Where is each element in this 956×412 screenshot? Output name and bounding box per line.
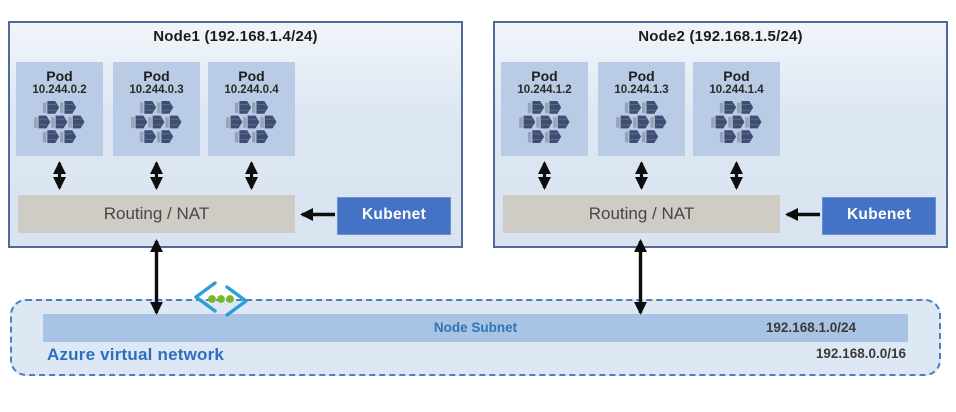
containers-cluster-icon [34, 101, 85, 143]
vnet-label: Azure virtual network [47, 345, 225, 364]
pod-card: Pod 10.244.1.3 [598, 62, 685, 156]
azure-vnet-box: Node Subnet 192.168.1.0/24 192.168.0.0/1… [10, 299, 941, 376]
pod-label: Pod [628, 68, 655, 84]
containers-cluster-icon [131, 101, 182, 143]
node-subnet-label: Node Subnet [433, 320, 518, 335]
pod-ip: 10.244.0.2 [32, 84, 87, 96]
pod-label: Pod [723, 68, 750, 84]
pod-card: Pod 10.244.0.3 [113, 62, 200, 156]
pod-ip: 10.244.0.4 [224, 84, 279, 96]
kubenet-box: Kubenet [822, 197, 936, 235]
pod-ip: 10.244.0.3 [129, 84, 184, 96]
routing-nat-bar: Routing / NAT [18, 195, 295, 233]
vnet-cidr: 192.168.0.0/16 [815, 346, 906, 361]
containers-cluster-icon [226, 101, 277, 143]
pod-card: Pod 10.244.0.4 [208, 62, 295, 156]
pod-card: Pod 10.244.0.2 [16, 62, 103, 156]
pod-ip: 10.244.1.2 [517, 84, 572, 96]
node1-title: Node1 (192.168.1.4/24) [153, 28, 318, 45]
pod-card: Pod 10.244.1.4 [693, 62, 780, 156]
containers-cluster-icon [616, 101, 667, 143]
node2-box: Node2 (192.168.1.5/24) Pod 10.244.1.2 Po… [493, 21, 948, 248]
kubenet-box: Kubenet [337, 197, 451, 235]
pod-ip: 10.244.1.4 [709, 84, 764, 96]
containers-cluster-icon [519, 101, 570, 143]
pod-label: Pod [143, 68, 170, 84]
pod-label: Pod [238, 68, 265, 84]
pod-ip: 10.244.1.3 [614, 84, 669, 96]
pod-label: Pod [531, 68, 558, 84]
node-subnet-cidr: 192.168.1.0/24 [765, 320, 856, 335]
node2-title: Node2 (192.168.1.5/24) [638, 28, 803, 45]
node1-box: Node1 (192.168.1.4/24) Pod 10.244.0.2 Po… [8, 21, 463, 248]
pod-label: Pod [46, 68, 73, 84]
routing-nat-bar: Routing / NAT [503, 195, 780, 233]
pod-card: Pod 10.244.1.2 [501, 62, 588, 156]
containers-cluster-icon [711, 101, 762, 143]
node-subnet-bar: Node Subnet 192.168.1.0/24 [43, 314, 908, 342]
